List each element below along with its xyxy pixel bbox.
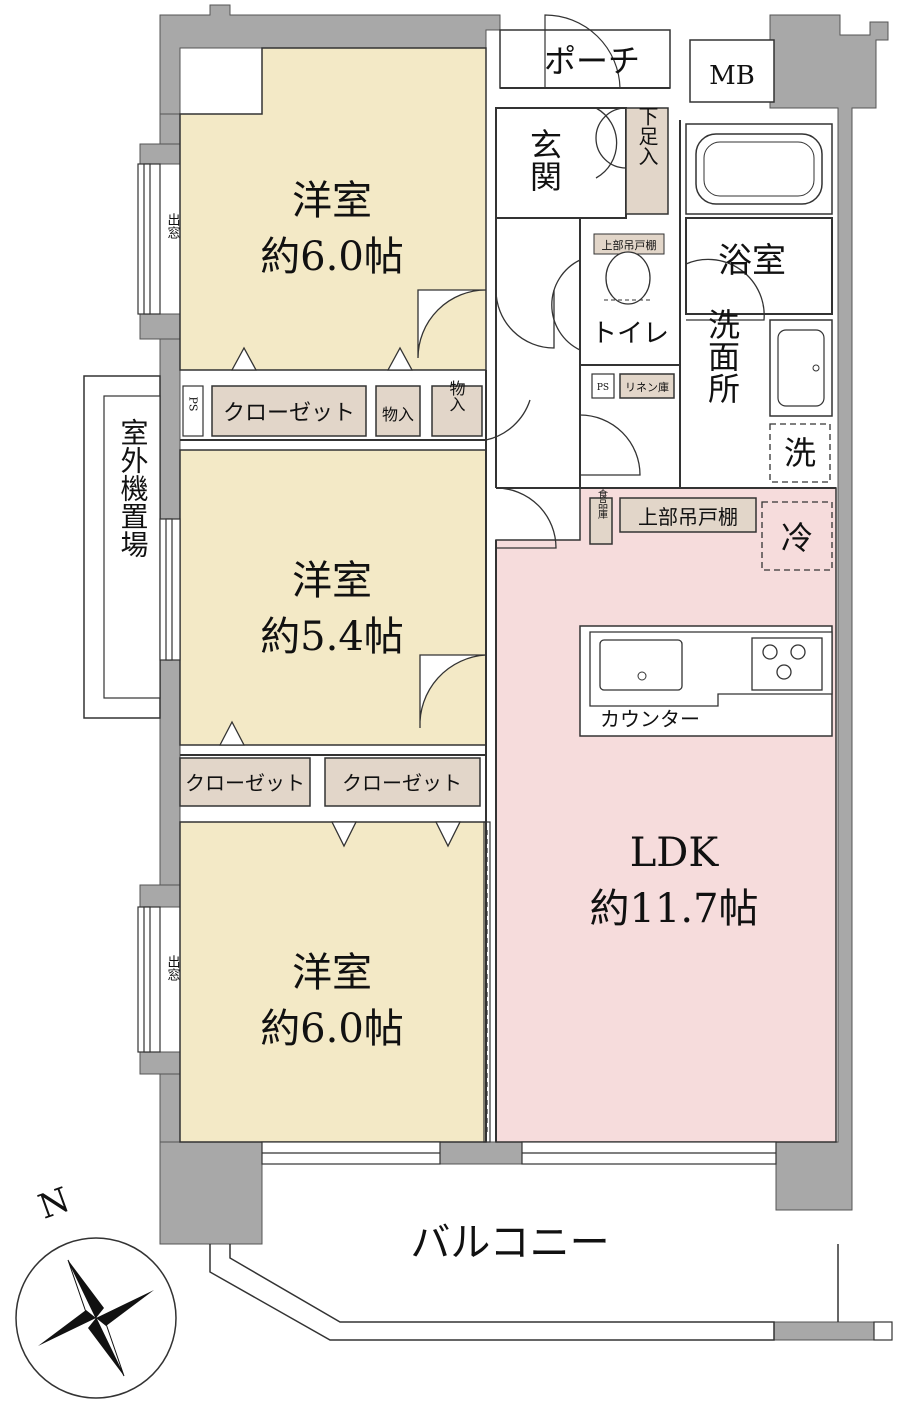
room-western-3-name: 洋室 (292, 950, 372, 996)
meter-box (689, 39, 775, 103)
room-western-3-size: 約6.0帖 (260, 1006, 404, 1052)
label-closet-3: クローゼット (342, 771, 462, 795)
label-upper-cabinet-kitchen: 上部吊戸棚 (638, 505, 738, 529)
ps-box-2 (591, 373, 615, 399)
label-upper-cabinet-toilet: 上部吊戸棚 (602, 238, 657, 252)
room-ldk-name: LDK (630, 830, 720, 876)
ps-box-1 (182, 385, 204, 437)
sliding-doors (483, 821, 491, 1143)
label-ps-2: PS (597, 383, 609, 393)
room-toilet: トイレ (591, 319, 669, 349)
label-pantry: 食品庫 (596, 488, 608, 520)
room-western-1-name: 洋室 (292, 178, 372, 224)
room-labels: 洋室 約6.0帖 洋室 約5.4帖 洋室 約6.0帖 LDK 約11.7帖 浴室… (33, 42, 816, 1266)
room-western-1-size: 約6.0帖 (260, 234, 404, 280)
label-storage-2: 物入 (447, 380, 466, 412)
doors (417, 107, 765, 729)
room-bathroom: 浴室 (718, 241, 786, 281)
room-washroom: 洗面所 (703, 308, 741, 404)
porch (499, 14, 671, 89)
label-washer: 洗 (784, 434, 816, 472)
label-ps-1: PS (187, 397, 200, 412)
label-closet-2: クローゼット (185, 771, 305, 795)
room-mb: MB (709, 61, 755, 91)
label-fridge: 冷 (781, 519, 813, 557)
compass-rose (15, 1237, 177, 1399)
bay-windows (137, 163, 181, 1053)
storage-blocks (179, 373, 757, 807)
wash-basin (769, 319, 833, 417)
bathtub (685, 123, 833, 215)
room-entrance: 玄関 (525, 128, 563, 192)
vertical-labels: 玄関 洗面所 室外機置場 下足入 物入 PS 食品庫 出窓 出窓 (117, 106, 742, 981)
label-north: N (33, 1180, 75, 1228)
label-bay-window-1: 出窓 (165, 213, 181, 239)
kitchen-counter (579, 625, 833, 737)
label-bay-window-2: 出窓 (165, 955, 181, 981)
room-western-2-size: 約5.4帖 (260, 614, 404, 660)
room-balcony: バルコニー (410, 1220, 609, 1266)
label-counter: カウンター (600, 707, 700, 731)
balcony-outline (209, 1244, 775, 1341)
label-linen: リネン庫 (625, 380, 669, 394)
room-western-2-name: 洋室 (292, 558, 372, 604)
toilet-fixture (593, 233, 665, 305)
label-storage-1: 物入 (382, 405, 414, 424)
label-closet-1: クローゼット (223, 401, 355, 426)
balcony-windows (261, 1141, 777, 1165)
fridge-space (761, 501, 833, 571)
room-porch: ポーチ (544, 42, 640, 80)
label-shoe-box: 下足入 (635, 106, 659, 166)
interior-walls (180, 107, 836, 1142)
room-ldk-size: 約11.7帖 (589, 886, 758, 932)
closet-door-markers (218, 346, 462, 848)
shoe-box (625, 107, 669, 215)
washer-space (769, 423, 831, 483)
room-outdoor-unit: 室外機置場 (117, 418, 150, 558)
